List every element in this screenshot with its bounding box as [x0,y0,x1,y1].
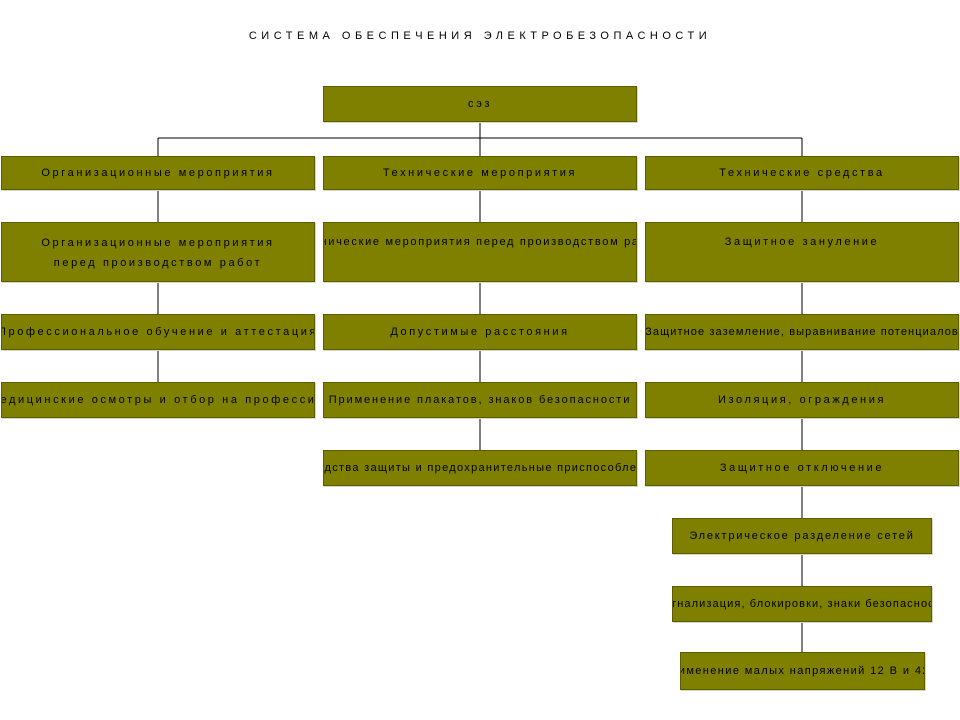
col1-header: Организационные мероприятия [1,156,315,190]
col3-item-7: Применение малых напряжений 12 В и 42 В [680,652,925,690]
col3-item-5: Электрическое разделение сетей [672,518,932,554]
col2-item-2: Допустимые расстояния [323,314,637,350]
col1-item-3: Медицинские осмотры и отбор на профессию [1,382,315,418]
root-box: сэз [323,86,637,122]
col3-item-2: Защитное заземление, выравнивание потенц… [645,314,959,350]
col1-item-1: Организационные мероприятия перед произв… [1,222,315,282]
col3-item-4: Защитное отключение [645,450,959,486]
col2-header: Технические мероприятия [323,156,637,190]
col3-item-1: Защитное зануление [645,222,959,282]
col2-item-3: Применение плакатов, знаков безопасности [323,382,637,418]
col3-item-6: Сигнализация, блокировки, знаки безопасн… [672,586,932,622]
col2-item-4: Средства защиты и предохранительные прис… [323,450,637,486]
col3-header: Технические средства [645,156,959,190]
col3-item-3: Изоляция, ограждения [645,382,959,418]
diagram-title: СИСТЕМА ОБЕСПЕЧЕНИЯ ЭЛЕКТРОБЕЗОПАСНОСТИ [248,30,712,42]
col1-item-2: Профессиональное обучение и аттестация [1,314,315,350]
col2-item-1: Технические мероприятия перед производст… [323,222,637,282]
